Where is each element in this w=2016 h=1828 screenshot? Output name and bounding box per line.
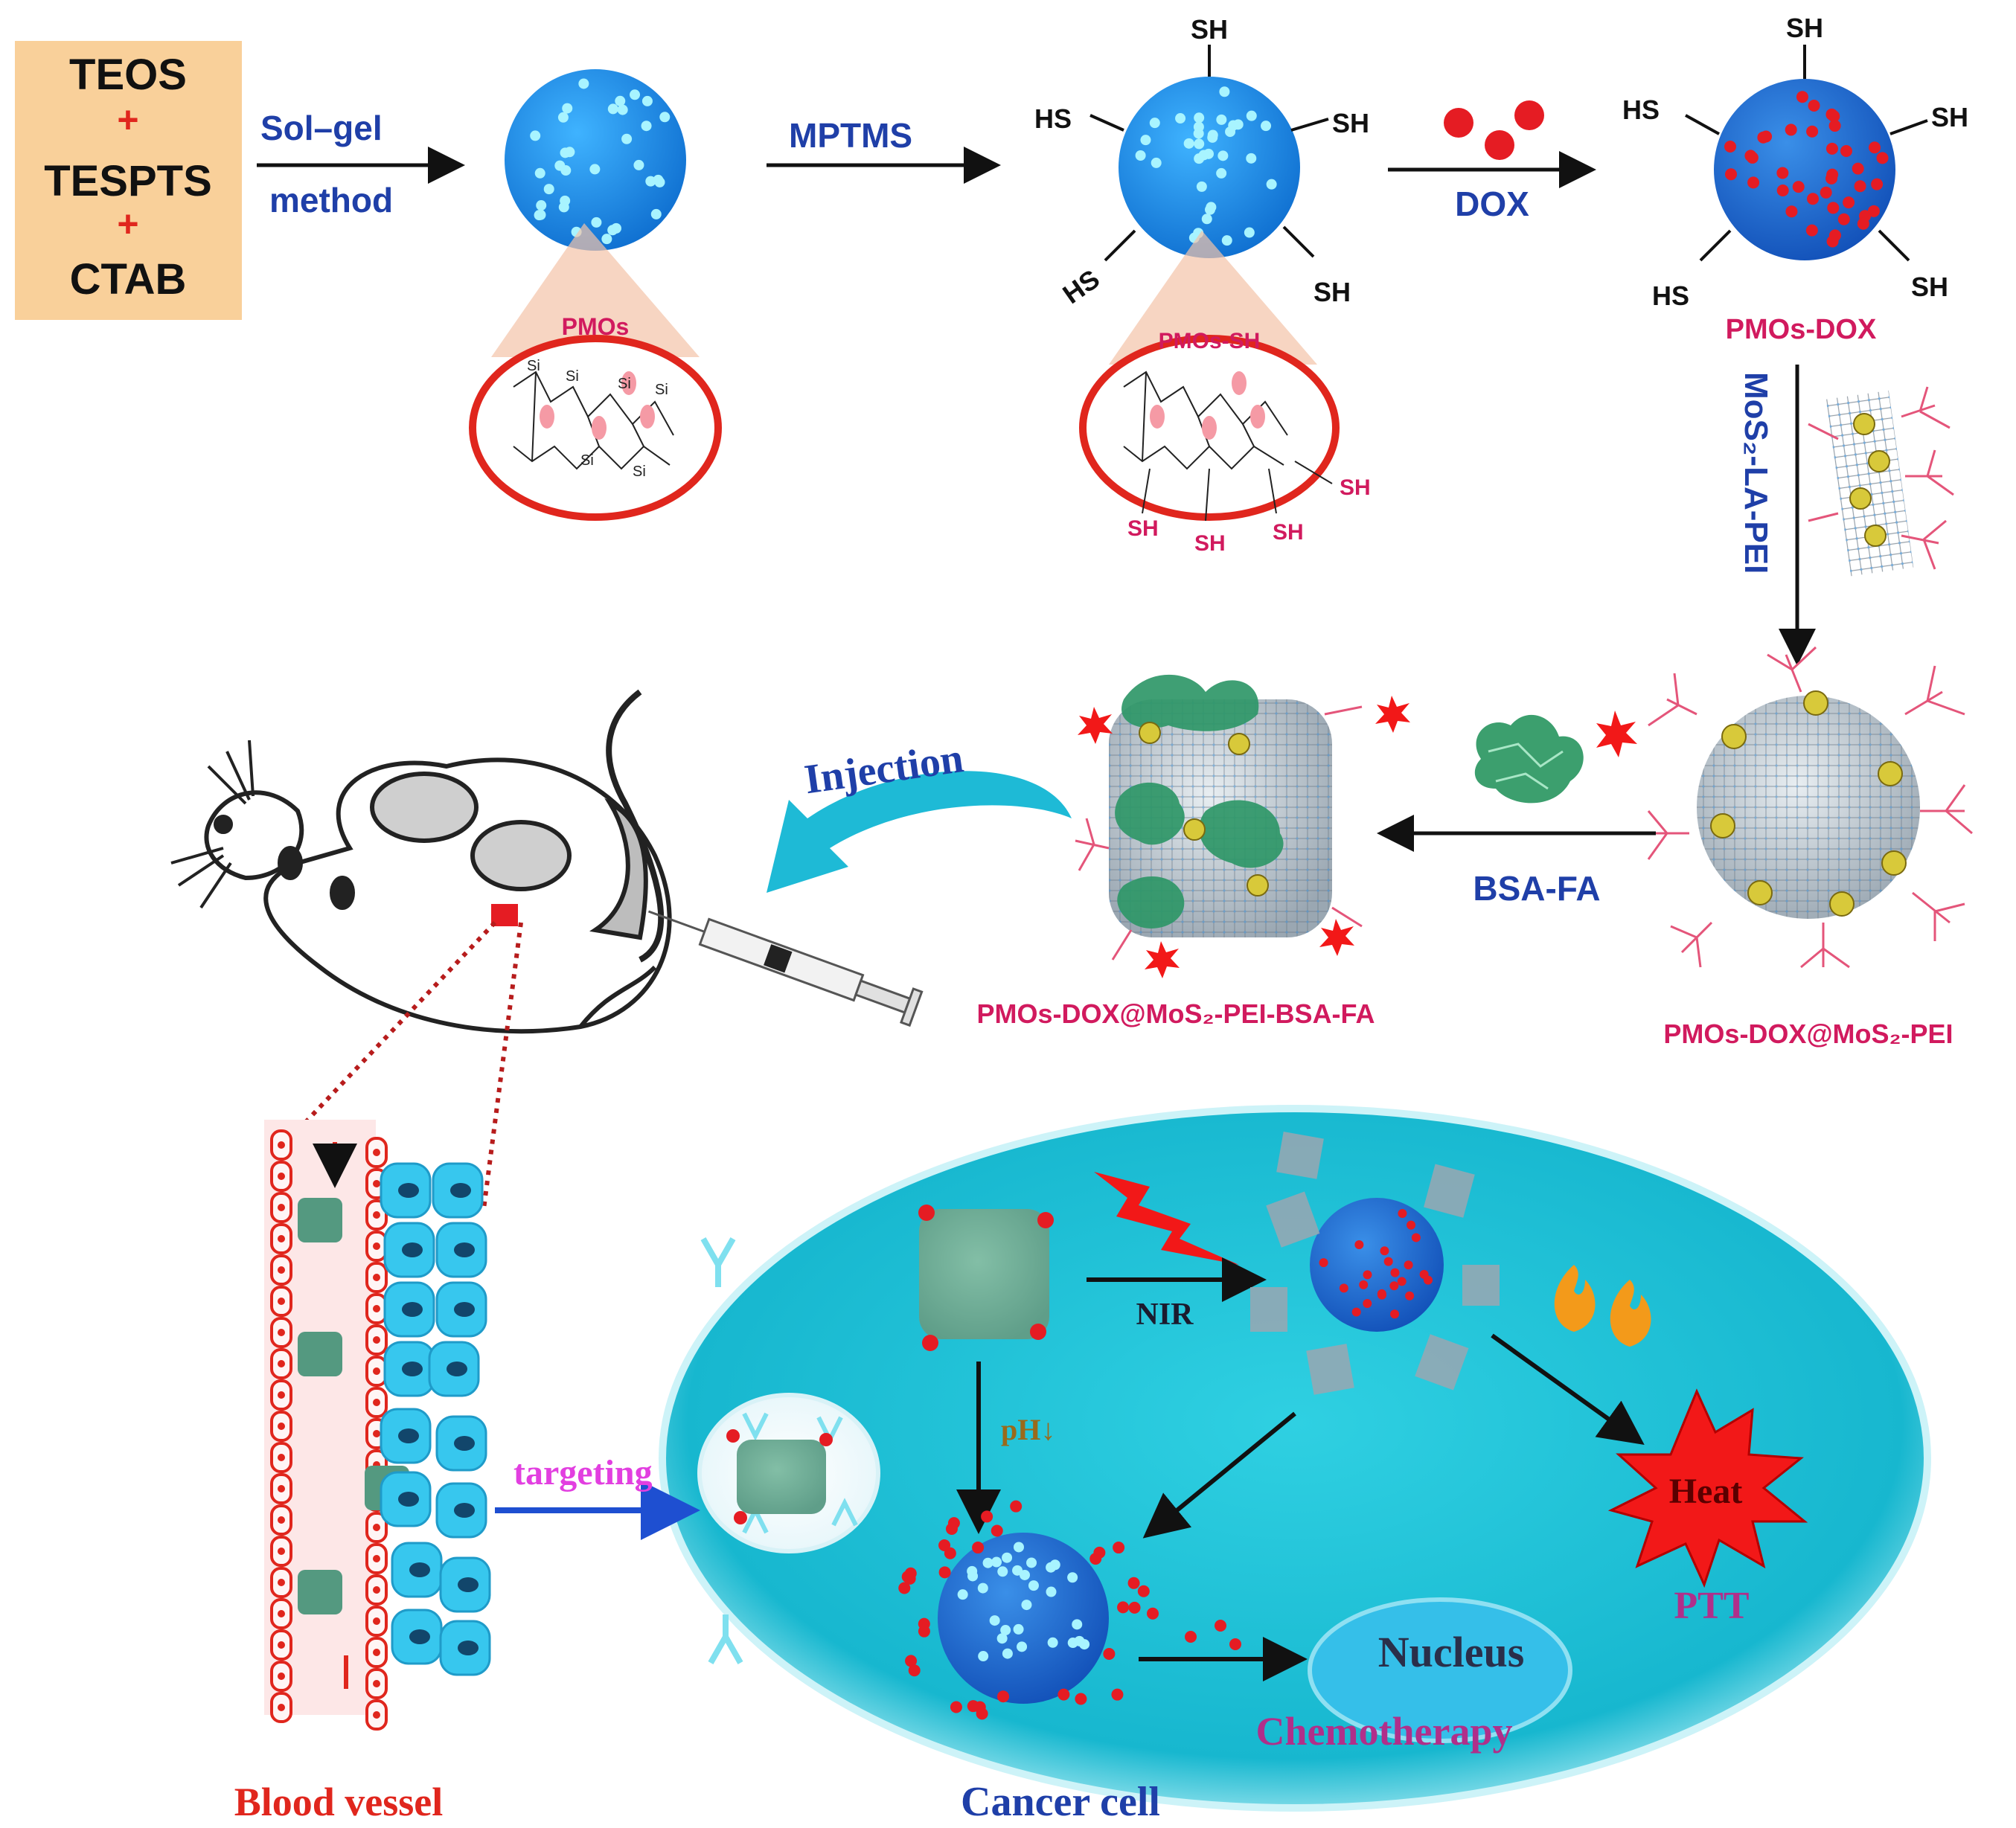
intracellular-pathway: NIR pH↓ Heat PTT (898, 1132, 1808, 1720)
svg-text:Si: Si (633, 464, 646, 480)
pmos-sh-particle: SH HS SH HS SH PMOs-SH SH SH SH SH (1034, 14, 1371, 556)
pmos-dox-mos2-pei-bsa-fa-particle: PMOs-DOX@MoS₂-PEI-BSA-FA (976, 674, 1410, 1029)
ph-label: pH↓ (1001, 1413, 1055, 1446)
sol-gel-label: Sol–gel (260, 109, 383, 147)
thiol-label: SH (1191, 14, 1228, 45)
thiol-label: SH (1786, 13, 1823, 43)
thiol-label: SH (1911, 272, 1948, 302)
blood-vessel: Blood vessel (234, 1120, 444, 1824)
receptor-icon (700, 1237, 743, 1664)
tumor-marker-icon (491, 904, 518, 926)
plus-sign: + (117, 99, 138, 141)
syringe-icon (647, 910, 924, 1027)
mouse-illustration (170, 689, 672, 1034)
dox-label: DOX (1455, 185, 1529, 223)
zoom-guide-lines (288, 920, 523, 1210)
ptt-label: PTT (1674, 1585, 1749, 1627)
mos2-la-pei-label: MoS₂-LA-PEI (1738, 372, 1774, 574)
thiol-label: SH (1313, 277, 1351, 307)
step-mptms: MPTMS (767, 116, 1001, 184)
nucleus-label: Nucleus (1378, 1628, 1525, 1676)
targeting-label: targeting (513, 1453, 653, 1492)
pei-branches (1647, 646, 1973, 969)
reagent-ctab: CTAB (70, 255, 187, 304)
thiol-label: SH (1127, 516, 1159, 541)
thiol-label: SH (1194, 531, 1226, 556)
svg-text:Si: Si (580, 452, 594, 469)
arrow-down-left-icon (1142, 1411, 1296, 1539)
curved-arrow-icon (767, 771, 1072, 893)
blood-vessel-label: Blood vessel (234, 1780, 444, 1824)
bsa-protein-icon (1474, 714, 1584, 804)
pmos-dox-mos2-pei-bsa-fa-label: PMOs-DOX@MoS₂-PEI-BSA-FA (976, 998, 1375, 1029)
pmos-dox-mos2-pei-particle: PMOs-DOX@MoS₂-PEI (1647, 646, 1973, 1049)
tumor-tissue-cells (380, 1162, 491, 1676)
arrow-down-right-icon (1491, 1333, 1645, 1445)
endothelial-cells (270, 1129, 388, 1731)
svg-text:Si: Si (618, 376, 631, 392)
reagent-box: TEOS + TESPTS + CTAB (15, 41, 242, 320)
pmos-dox-particle: SH HS SH HS SH PMOs-DOX (1622, 13, 1968, 345)
step-dox: DOX (1388, 100, 1596, 223)
svg-text:Si: Si (655, 382, 668, 398)
dox-molecule-icon (1514, 100, 1544, 130)
thiol-label: SH (1931, 102, 1968, 132)
mptms-label: MPTMS (789, 116, 912, 155)
step-sol-gel: Sol–gel method (257, 109, 465, 219)
step-targeting: targeting (495, 1453, 700, 1540)
pmos-label: PMOs (562, 313, 630, 340)
pmos-dox-label: PMOs-DOX (1726, 314, 1877, 345)
nir-label: NIR (1136, 1298, 1194, 1332)
mos2-fragments (1250, 1132, 1500, 1395)
dox-loaded-pores (1724, 91, 1889, 248)
bsa-fa-label: BSA-FA (1473, 869, 1600, 908)
drug-releasing-sphere (938, 1533, 1109, 1704)
thiol-label: SH (1332, 108, 1369, 138)
pmos-sh-label: PMOs-SH (1159, 329, 1261, 353)
step-bsa-fa: BSA-FA (1377, 711, 1656, 908)
thiol-label: HS (1622, 94, 1660, 125)
step-mos2-la-pei: MoS₂-LA-PEI (1738, 365, 1954, 666)
pore-dots (1135, 86, 1277, 246)
cancer-cell-label: Cancer cell (961, 1779, 1160, 1825)
plus-sign: + (117, 203, 138, 245)
reagent-teos: TEOS (69, 51, 187, 99)
released-pmos-dox-sphere (1310, 1198, 1444, 1332)
step-injection: Injection (767, 735, 1072, 893)
lightning-bolt-icon (1094, 1172, 1239, 1265)
pmos-dox-mos2-pei-label: PMOs-DOX@MoS₂-PEI (1663, 1019, 1953, 1049)
thiol-label: HS (1034, 103, 1072, 134)
heat-label: Heat (1669, 1472, 1743, 1511)
dox-molecule-icon (1444, 108, 1473, 138)
folate-star-icon (1078, 696, 1410, 978)
heat-burst-icon (1607, 1388, 1808, 1588)
thiol-label: HS (1057, 263, 1104, 310)
flame-icon (1554, 1265, 1651, 1347)
pore-dots (530, 78, 671, 245)
reagent-tespts: TESPTS (44, 157, 212, 205)
mos2-nanosheet-icon (1808, 386, 1954, 577)
thiol-label: SH (1273, 520, 1304, 545)
thiol-label: SH (1340, 475, 1371, 500)
nucleus (1308, 1597, 1572, 1743)
endocytosis-vesicle (697, 1393, 880, 1553)
method-label: method (269, 181, 393, 219)
svg-text:Si: Si (527, 358, 540, 374)
dox-molecule-icon (1485, 130, 1514, 160)
released-dox-molecules (898, 1500, 1241, 1720)
chemotherapy-label: Chemotherapy (1256, 1709, 1513, 1754)
svg-text:Si: Si (566, 368, 579, 385)
thiol-label: HS (1652, 280, 1689, 311)
folate-star-icon (1596, 711, 1637, 757)
